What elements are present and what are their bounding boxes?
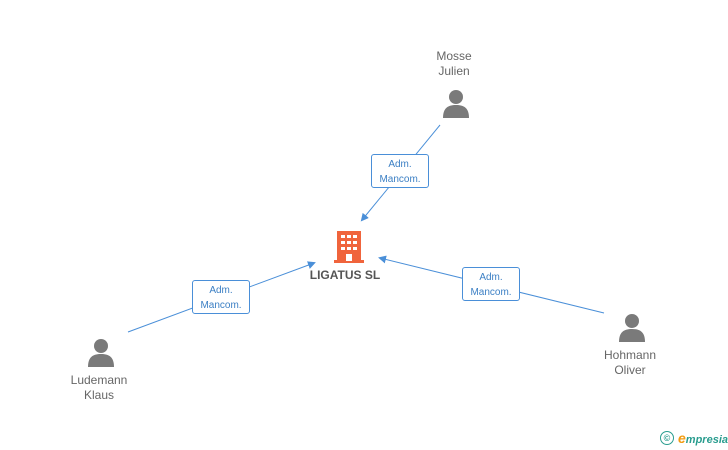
relation-type: Mancom. — [379, 174, 421, 185]
relation-label-ludemann[interactable]: Adm. Mancom. — [192, 280, 250, 314]
relation-role: Adm. — [479, 272, 503, 283]
brand-logo[interactable]: empresia — [678, 430, 728, 446]
building-icon[interactable] — [334, 229, 364, 263]
brand-rest: mpresia — [685, 434, 728, 446]
footer-brand: © empresia — [660, 429, 728, 447]
relation-role: Adm. — [388, 159, 412, 170]
person-mosse[interactable]: Mosse Julien — [394, 49, 514, 79]
person-name-line1: Ludemann — [70, 373, 128, 387]
person-ludemann[interactable]: Ludemann Klaus — [39, 373, 159, 403]
relation-type: Mancom. — [200, 300, 242, 311]
relation-type: Mancom. — [470, 287, 512, 298]
person-hohmann[interactable]: Hohmann Oliver — [570, 348, 690, 378]
person-icon[interactable] — [87, 338, 115, 368]
person-icon[interactable] — [618, 313, 646, 343]
person-icon[interactable] — [442, 89, 470, 119]
relation-label-hohmann[interactable]: Adm. Mancom. — [462, 267, 520, 301]
relation-role: Adm. — [209, 285, 233, 296]
person-name-line1: Hohmann — [603, 348, 657, 362]
person-name-line1: Mosse — [436, 49, 472, 63]
copyright-icon: © — [660, 431, 674, 445]
person-name-line2: Julien — [438, 64, 470, 78]
person-name-line2: Oliver — [614, 363, 646, 377]
person-name-line2: Klaus — [83, 388, 115, 402]
brand-initial: e — [678, 430, 686, 446]
relation-label-mosse[interactable]: Adm. Mancom. — [371, 154, 429, 188]
company-name[interactable]: LIGATUS SL — [309, 268, 381, 282]
